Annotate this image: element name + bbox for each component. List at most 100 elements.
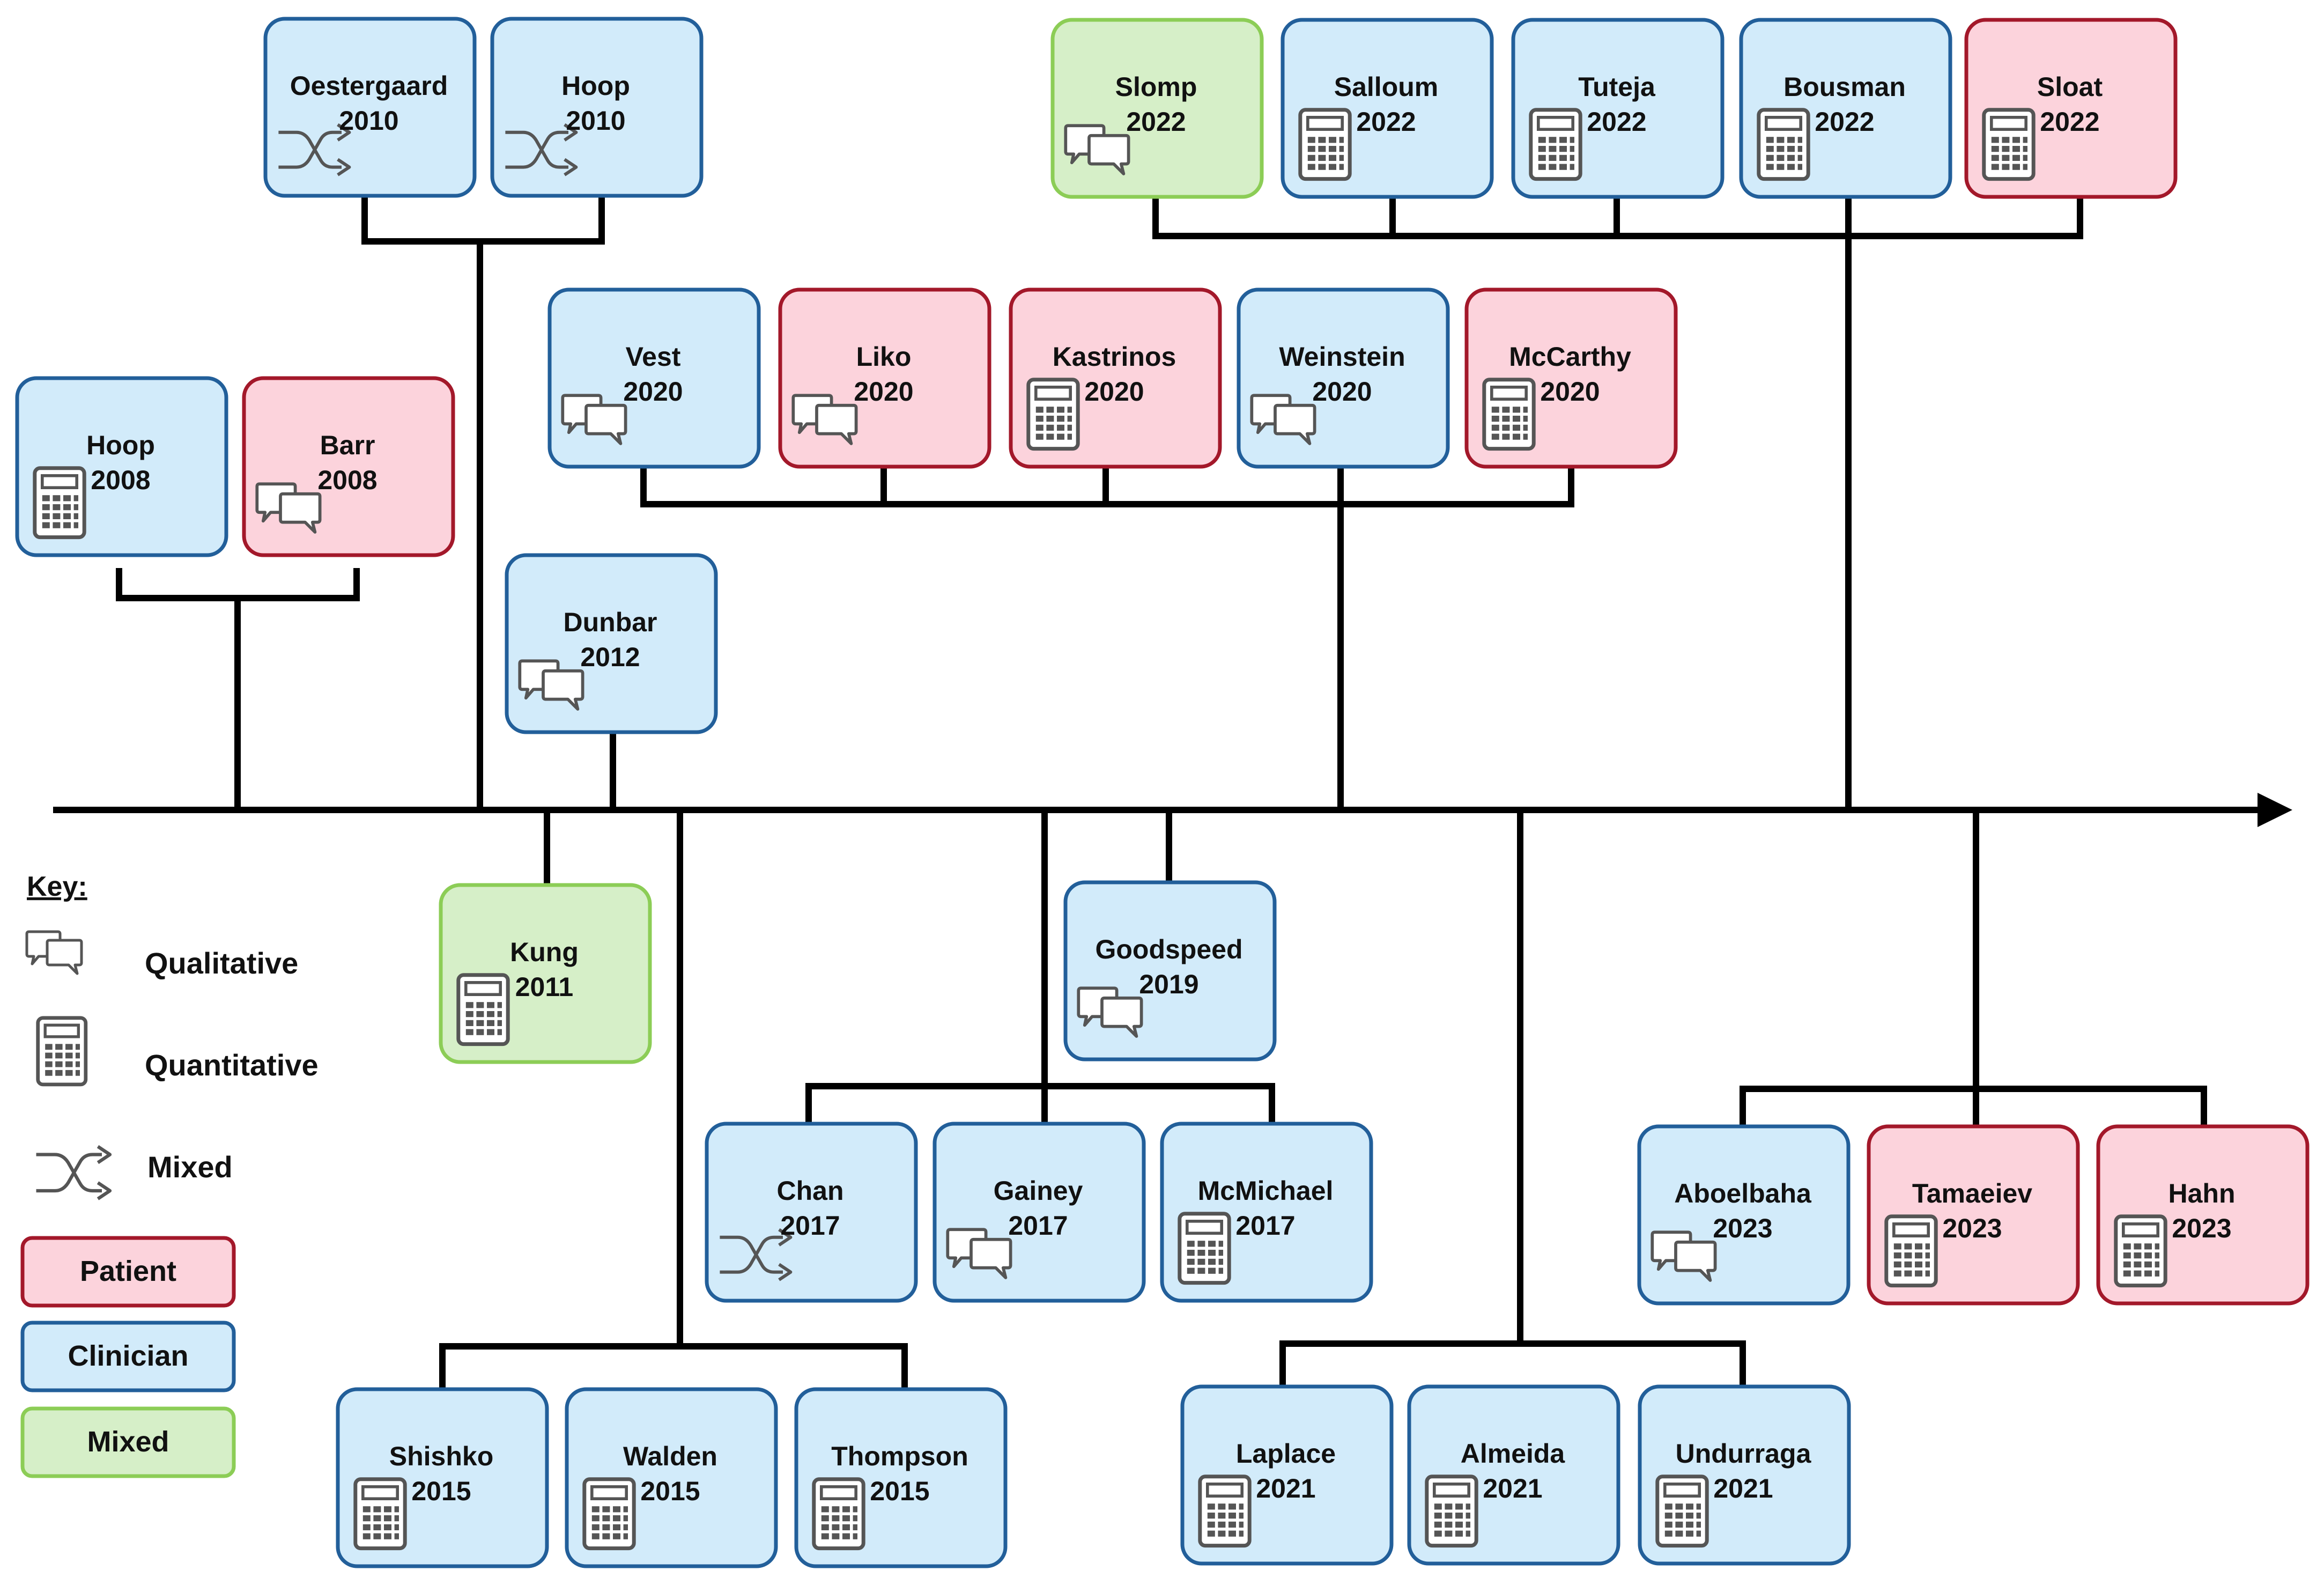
shuffle-arrows-icon (36, 1147, 110, 1199)
study-year: 2019 (1139, 969, 1198, 999)
study-year: 2022 (2040, 107, 2099, 137)
study-box: Salloum 2022 (1281, 18, 1494, 199)
study-year: 2015 (640, 1476, 700, 1506)
study-box: Undurraga 2021 (1638, 1384, 1851, 1566)
study-box: Shishko 2015 (336, 1387, 549, 1568)
study-author: Thompson (831, 1441, 968, 1471)
study-year: 2010 (566, 106, 625, 136)
connector-lines (53, 195, 2271, 1390)
legend-title: Key: (27, 871, 87, 902)
calculator-icon (458, 975, 508, 1044)
study-box-background (263, 17, 477, 198)
study-year: 2021 (1256, 1473, 1315, 1503)
study-year: 2020 (1540, 377, 1600, 407)
calculator-icon (1028, 380, 1078, 449)
study-box: McCarthy 2020 (1464, 287, 1678, 469)
study-author: Liko (856, 342, 912, 372)
study-author: Dunbar (564, 607, 657, 637)
study-author: Kastrinos (1053, 342, 1176, 372)
calculator-icon (35, 468, 84, 537)
study-author: Laplace (1236, 1439, 1336, 1469)
study-box: Vest 2020 (547, 287, 761, 469)
calculator-icon (356, 1479, 405, 1549)
study-year: 2023 (1713, 1213, 1772, 1243)
study-author: Barr (320, 430, 375, 460)
study-year: 2021 (1483, 1473, 1542, 1503)
study-year: 2010 (339, 106, 398, 136)
study-year: 2020 (854, 377, 913, 407)
timeline-arrowhead (2258, 793, 2292, 827)
study-year: 2021 (1713, 1473, 1773, 1503)
study-year: 2015 (870, 1476, 929, 1506)
study-year: 2022 (1356, 107, 1416, 137)
study-year: 2022 (1815, 107, 1874, 137)
study-author: Walden (623, 1441, 717, 1471)
calculator-icon (1984, 110, 2033, 179)
study-author: Vest (626, 342, 681, 372)
study-box: Hoop 2010 (490, 17, 704, 198)
study-author: Weinstein (1279, 342, 1405, 372)
calculator-icon (584, 1479, 634, 1549)
speech-bubbles-icon (27, 932, 82, 974)
study-box: Sloat 2022 (1964, 18, 2178, 199)
study-year: 2023 (1942, 1213, 2002, 1243)
study-boxes: Hoop2008Barr2008Oestergaard2010Hoop2010K… (15, 17, 2310, 1568)
study-author: Kung (510, 937, 579, 967)
study-author: McMichael (1198, 1176, 1334, 1206)
legend-patient-label: Patient (80, 1255, 176, 1287)
calculator-icon (1759, 110, 1808, 179)
study-box-background (490, 17, 704, 198)
study-author: Bousman (1783, 72, 1906, 102)
calculator-icon (1300, 110, 1350, 179)
study-year: 2017 (1235, 1211, 1295, 1241)
study-year: 2017 (780, 1211, 840, 1241)
study-box: Walden 2015 (565, 1387, 778, 1568)
legend-quantitative-label: Quantitative (145, 1048, 319, 1082)
study-author: Salloum (1334, 72, 1438, 102)
legend-patient-swatch (20, 1236, 236, 1308)
calculator-icon (2116, 1217, 2165, 1286)
calculator-icon (1484, 380, 1534, 449)
calculator-icon (1531, 110, 1580, 179)
study-year: 2008 (91, 465, 150, 495)
study-box: Tamaeiev 2023 (1867, 1124, 2080, 1306)
study-author: Sloat (2037, 72, 2103, 102)
legend-mixed-population-swatch (20, 1406, 236, 1478)
study-box: Hahn 2023 (2096, 1124, 2310, 1306)
study-year: 2012 (580, 642, 640, 672)
study-box: Liko 2020 (778, 287, 991, 469)
calculator-icon (1657, 1477, 1707, 1546)
study-author: Hoop (561, 71, 630, 101)
calculator-icon (38, 1018, 86, 1085)
study-author: Slomp (1115, 72, 1197, 102)
study-box: McMichael 2017 (1160, 1122, 1373, 1303)
study-year: 2020 (1084, 377, 1144, 407)
study-box: Dunbar 2012 (505, 553, 718, 734)
legend-qualitative-label: Qualitative (145, 946, 298, 980)
study-year: 2023 (2172, 1213, 2231, 1243)
study-box: Kastrinos 2020 (1009, 287, 1222, 469)
study-box: Laplace 2021 (1180, 1384, 1394, 1566)
study-author: Hahn (2168, 1178, 2236, 1208)
study-year: 2022 (1587, 107, 1646, 137)
study-author: Gainey (994, 1176, 1083, 1206)
study-year: 2008 (317, 465, 377, 495)
study-author: Undurraga (1676, 1439, 1812, 1469)
study-author: Shishko (389, 1441, 493, 1471)
study-year: 2020 (623, 377, 683, 407)
study-box: Bousman 2022 (1739, 18, 1952, 199)
study-author: Hoop (86, 430, 155, 460)
study-author: Tamaeiev (1912, 1178, 2032, 1208)
study-box: Thompson 2015 (794, 1387, 1008, 1568)
study-author: McCarthy (1509, 342, 1631, 372)
study-year: 2017 (1008, 1211, 1068, 1241)
study-year: 2015 (411, 1476, 471, 1506)
